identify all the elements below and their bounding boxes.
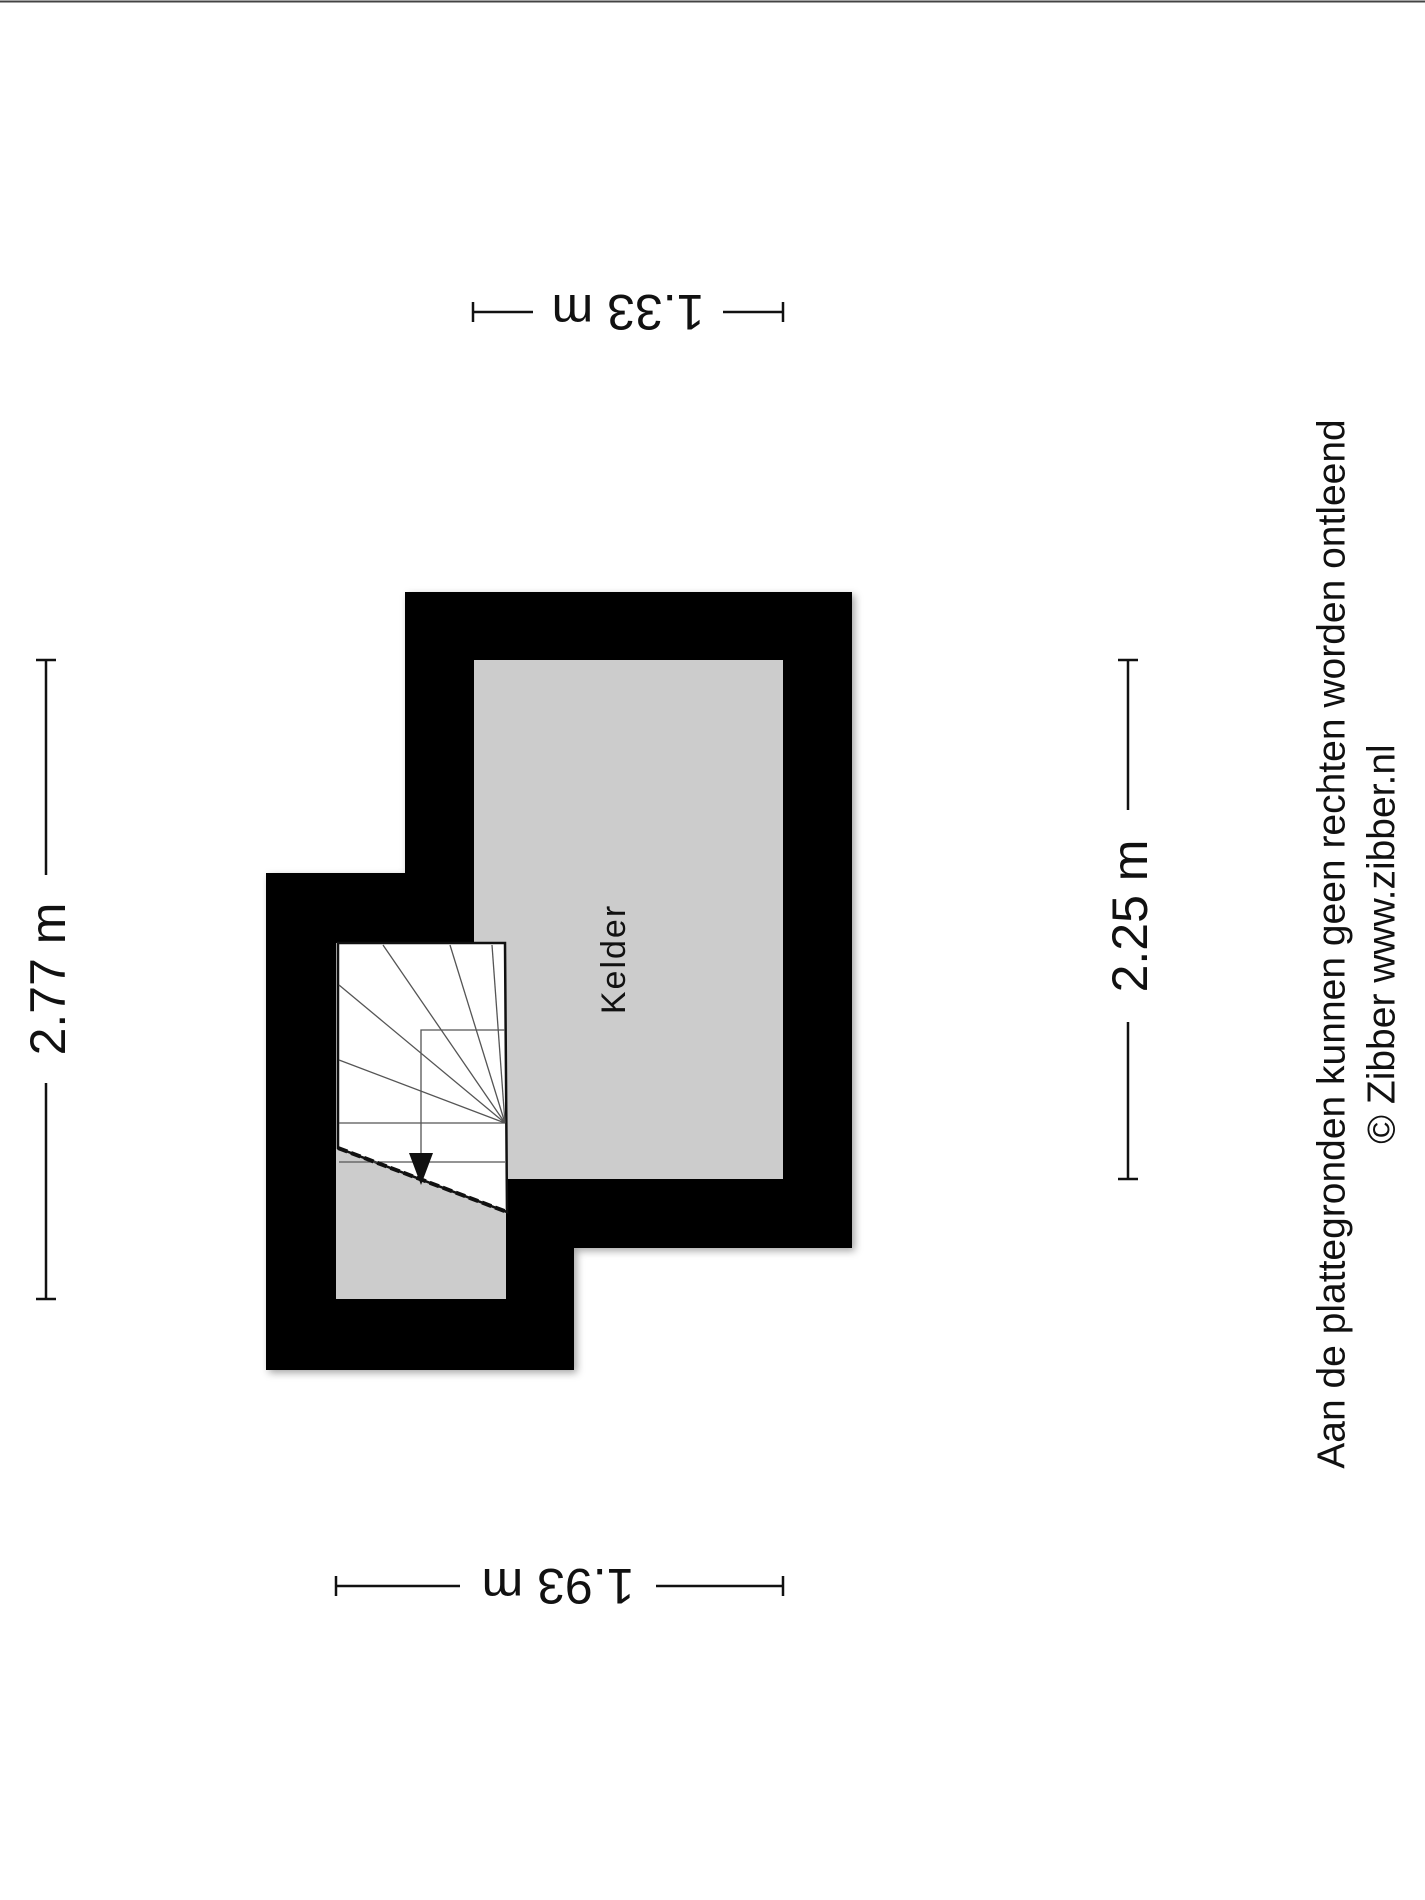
stair-direction-arrow-icon bbox=[409, 1153, 433, 1185]
copyright-text: © Zibber www.zibber.nl bbox=[1361, 744, 1404, 1143]
dimension-lines bbox=[36, 302, 1138, 1596]
dimension-right-height: 2.25 m bbox=[1102, 840, 1158, 993]
room-label-kelder: Kelder bbox=[595, 904, 633, 1014]
kelder-floor bbox=[474, 660, 783, 1179]
dimension-top-width: 1.33 m bbox=[552, 284, 705, 340]
staircase bbox=[336, 941, 509, 1214]
dimension-left-height: 2.77 m bbox=[20, 903, 76, 1056]
disclaimer-text: Aan de plattegronden kunnen geen rechten… bbox=[1311, 419, 1354, 1469]
stair-treads bbox=[336, 941, 509, 1214]
dimension-bottom-width: 1.93 m bbox=[482, 1558, 635, 1614]
